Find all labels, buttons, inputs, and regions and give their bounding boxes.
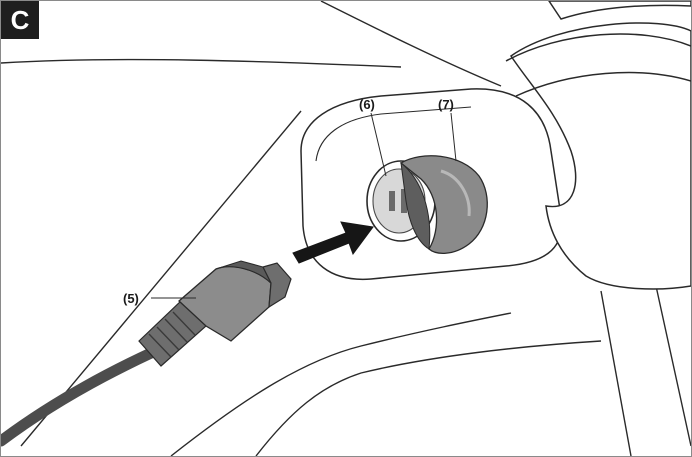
lower-curve-line — [170, 312, 512, 456]
panel-label: C — [10, 5, 30, 35]
charger-cable — [1, 347, 157, 447]
connector-rib — [172, 311, 196, 336]
connector-rib — [164, 318, 188, 343]
charger-connector — [138, 260, 292, 367]
socket-pin — [389, 191, 395, 211]
handle-stem — [548, 1, 691, 20]
cap-highlight — [440, 169, 471, 217]
lower-curve-line-2 — [255, 340, 602, 456]
callout-label-7: (7) — [438, 97, 454, 112]
housing-inner-edge — [315, 106, 472, 162]
callout-leader-7 — [450, 112, 457, 162]
handle-ring-top — [505, 33, 691, 62]
handle-ring-bottom — [515, 71, 691, 97]
protective-cap — [399, 155, 488, 254]
connector-rib — [156, 326, 180, 351]
socket-pin — [401, 189, 407, 213]
left-diagonal-line — [20, 110, 302, 447]
insert-direction-arrow — [292, 221, 374, 264]
handle-body — [509, 22, 691, 290]
cap-body — [399, 155, 488, 254]
right-leg-line — [655, 285, 691, 447]
upper-rail-line — [320, 1, 502, 87]
right-inner-line — [600, 290, 632, 456]
connector-rib — [148, 333, 172, 358]
callout-leader-6 — [370, 112, 387, 177]
callout-label-5: (5) — [123, 291, 139, 306]
callout-label-6: (6) — [359, 97, 375, 112]
panel-label-badge: C — [1, 1, 39, 39]
callout-leaders — [151, 112, 457, 299]
connector-tip — [262, 262, 292, 309]
cap-face — [400, 161, 431, 250]
connector-ribs — [148, 311, 196, 358]
upper-frame-line — [1, 58, 402, 68]
handle-tube — [505, 1, 691, 290]
